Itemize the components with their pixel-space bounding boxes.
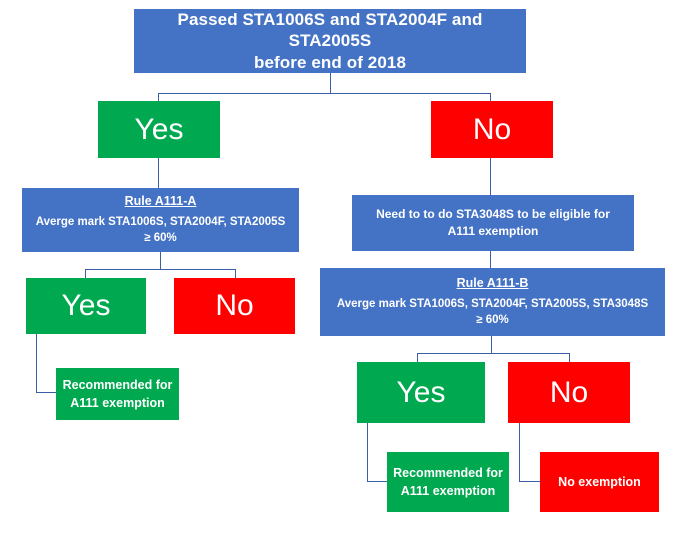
connector-rule-b-no-drop	[519, 423, 520, 481]
root-question-line2: before end of 2018	[253, 52, 406, 72]
outcome-left-line1: Recommended for	[62, 377, 173, 392]
rule-a-line1: Averge mark STA1006S, STA2004F, STA2005S	[35, 216, 286, 229]
node-outcome-right-recommended[interactable]: Recommended for A111 exemption	[387, 452, 509, 512]
connector-rule-b-no-elbow	[519, 481, 540, 482]
rule-a-yes-label: Yes	[61, 289, 111, 323]
connector-root-to-no	[490, 93, 491, 101]
connector-root-stem	[330, 73, 331, 93]
node-rule-a-no[interactable]: No	[174, 278, 295, 334]
rule-b-line2: ≥ 60%	[476, 313, 509, 326]
outcome-right-line1: Recommended for	[393, 465, 503, 480]
need-sta3048s-line2: A111 exemption	[447, 224, 539, 238]
outcome-no-exemption-line1: No exemption	[558, 474, 641, 489]
root-no-label: No	[472, 112, 512, 146]
connector-no-to-need-sta3048s	[490, 158, 491, 195]
node-rule-a-yes[interactable]: Yes	[26, 278, 146, 334]
connector-rule-b-bar	[417, 353, 569, 354]
connector-rule-a-bar	[85, 269, 236, 270]
connector-rule-a-to-yes	[85, 269, 86, 278]
root-yes-label: Yes	[134, 112, 184, 146]
node-need-sta3048s[interactable]: Need to to do STA3048S to be eligible fo…	[352, 195, 634, 251]
outcome-right-line2: A111 exemption	[400, 484, 496, 498]
node-outcome-left-recommended[interactable]: Recommended for A111 exemption	[56, 368, 179, 420]
connector-need-to-rule-b	[490, 251, 491, 268]
connector-rule-b-yes-drop	[367, 423, 368, 481]
connector-rule-b-stem	[491, 336, 492, 353]
connector-yes-to-rule-a	[158, 158, 159, 188]
connector-rule-a-to-no	[235, 269, 236, 278]
node-outcome-no-exemption[interactable]: No exemption	[540, 452, 659, 512]
node-root-no[interactable]: No	[431, 101, 553, 158]
rule-b-no-label: No	[549, 375, 589, 409]
connector-rule-a-yes-drop	[36, 334, 37, 392]
node-rule-b-yes[interactable]: Yes	[357, 362, 485, 423]
connector-root-bar	[158, 93, 491, 94]
rule-a-heading: Rule A111-A	[124, 193, 197, 208]
connector-rule-b-to-yes	[417, 353, 418, 362]
connector-root-to-yes	[158, 93, 159, 101]
node-rule-b-no[interactable]: No	[508, 362, 630, 423]
node-rule-a111-a[interactable]: Rule A111-A Averge mark STA1006S, STA200…	[22, 188, 299, 252]
connector-rule-b-to-no	[569, 353, 570, 362]
rule-a-line2: ≥ 60%	[144, 231, 177, 244]
outcome-left-line2: A111 exemption	[70, 396, 165, 410]
connector-rule-b-yes-elbow	[367, 481, 387, 482]
root-question-line1: Passed STA1006S and STA2004F and STA2005…	[177, 10, 483, 51]
node-root-question[interactable]: Passed STA1006S and STA2004F and STA2005…	[134, 9, 526, 73]
rule-b-line1: Averge mark STA1006S, STA2004F, STA2005S…	[336, 298, 649, 311]
rule-b-yes-label: Yes	[396, 375, 446, 409]
rule-a-no-label: No	[215, 289, 254, 323]
node-rule-a111-b[interactable]: Rule A111-B Averge mark STA1006S, STA200…	[320, 268, 665, 336]
connector-rule-a-yes-elbow	[36, 392, 56, 393]
connector-rule-a-stem	[160, 252, 161, 269]
rule-b-heading: Rule A111-B	[456, 275, 529, 290]
need-sta3048s-line1: Need to to do STA3048S to be eligible fo…	[376, 207, 610, 222]
node-root-yes[interactable]: Yes	[98, 101, 220, 158]
